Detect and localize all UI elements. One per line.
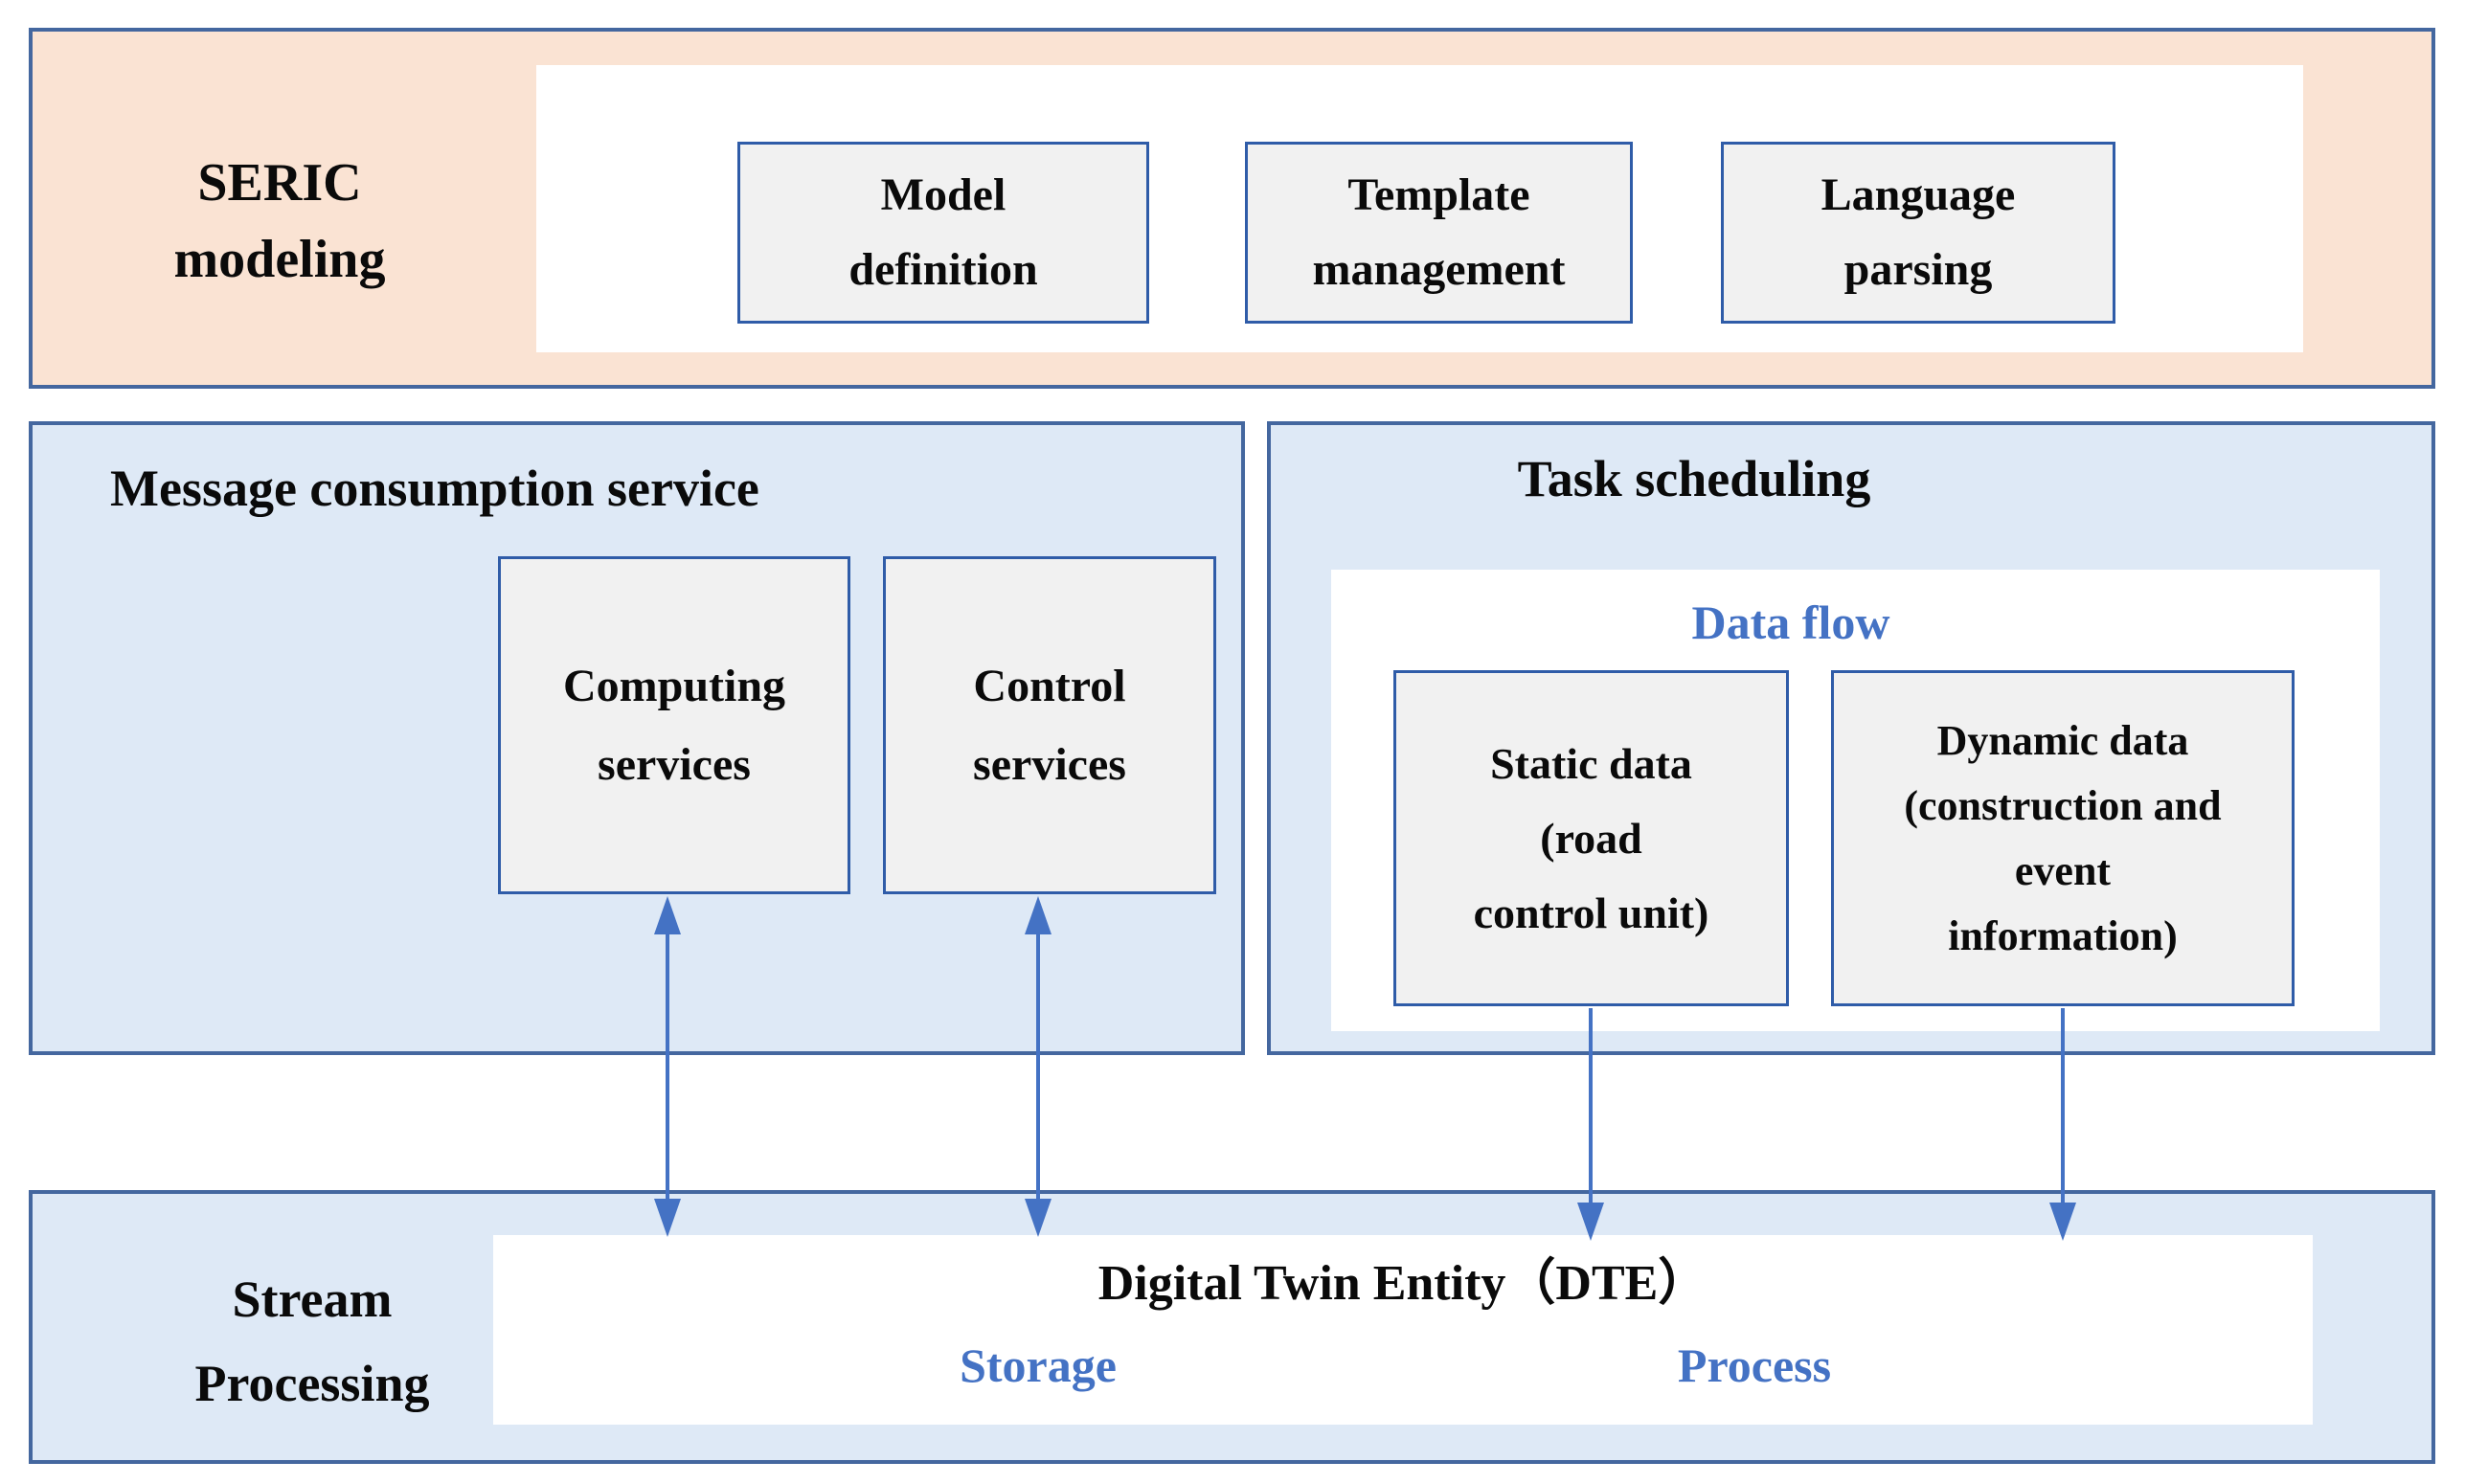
task-scheduling-panel: Task scheduling Data flow Static data (r…	[1267, 421, 2435, 1055]
dte-white-inset: Digital Twin Entity（DTE） Storage Process	[493, 1235, 2313, 1425]
message-consumption-panel: Message consumption service Computing se…	[29, 421, 1245, 1055]
template-management-box: Template management	[1245, 142, 1633, 324]
model-definition-box: Model definition	[737, 142, 1149, 324]
control-services-label: Control services	[973, 660, 1126, 790]
dte-title: Digital Twin Entity（DTE）	[1097, 1256, 1708, 1311]
process-label: Process	[1677, 1338, 1832, 1392]
data-flow-label: Data flow	[1691, 596, 1890, 649]
static-data-box: Static data (road control unit)	[1393, 670, 1789, 1006]
stream-processing-panel: Stream Processing Digital Twin Entity（DT…	[29, 1190, 2435, 1464]
seric-white-inset: Model definition Template management Lan…	[536, 65, 2303, 352]
seric-modeling-panel: SERIC modeling Model definition Template…	[29, 28, 2435, 389]
dynamic-data-box: Dynamic data (construction and event inf…	[1831, 670, 2295, 1006]
language-parsing-box: Language parsing	[1721, 142, 2115, 324]
language-parsing-label: Language parsing	[1820, 169, 2016, 295]
static-data-label: Static data (road control unit)	[1473, 738, 1709, 937]
task-scheduling-title: Task scheduling	[1517, 450, 1871, 507]
message-consumption-title: Message consumption service	[110, 460, 759, 517]
computing-services-box: Computing services	[498, 556, 850, 894]
control-services-box: Control services	[883, 556, 1216, 894]
computing-services-label: Computing services	[562, 660, 786, 790]
model-definition-label: Model definition	[848, 169, 1038, 295]
dynamic-data-label: Dynamic data (construction and event inf…	[1904, 716, 2222, 959]
task-white-inset: Data flow Static data (road control unit…	[1331, 570, 2380, 1031]
storage-label: Storage	[960, 1338, 1117, 1392]
template-management-label: Template management	[1312, 169, 1566, 295]
seric-modeling-title: SERIC modeling	[173, 153, 386, 289]
stream-processing-title: Stream Processing	[194, 1270, 430, 1412]
